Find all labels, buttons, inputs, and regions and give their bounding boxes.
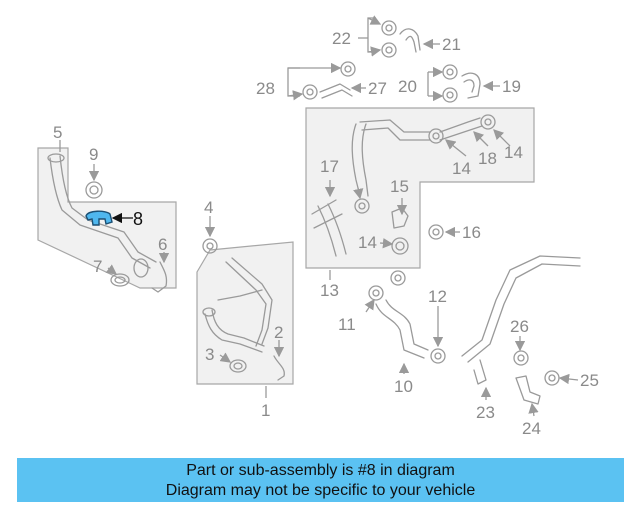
callout-6: 6 <box>158 235 167 254</box>
clamp-26 <box>513 350 529 366</box>
fitting-24 <box>515 375 541 405</box>
hose-21 <box>399 28 421 53</box>
coolant-pipe-23 <box>461 255 581 385</box>
clamp-14-upper <box>428 128 444 144</box>
callout-26: 26 <box>510 317 529 336</box>
group-panel-1 <box>196 241 294 385</box>
caption-line-2: Diagram may not be specific to your vehi… <box>165 482 476 499</box>
callout-27: 27 <box>368 79 387 98</box>
callout-8: 8 <box>133 209 143 229</box>
callout-28: 28 <box>256 79 275 98</box>
callout-10: 10 <box>394 377 413 396</box>
callout-20: 20 <box>398 77 417 96</box>
clamp-4 <box>202 238 218 254</box>
clamp-11 <box>368 285 384 301</box>
callout-1: 1 <box>261 401 270 420</box>
coolant-pipe-5 <box>47 153 157 278</box>
callout-23: 23 <box>476 403 495 422</box>
callout-18: 18 <box>478 149 497 168</box>
callout-9: 9 <box>89 145 98 164</box>
highlighted-part-8 <box>85 210 113 226</box>
hose-27 <box>319 83 353 99</box>
callout-14-upper: 14 <box>452 159 471 178</box>
callout-14-lower: 14 <box>358 233 377 252</box>
leader-lines <box>59 15 579 417</box>
clamp-22-bottom <box>381 42 397 58</box>
clamp-20 <box>442 64 458 103</box>
hose-19 <box>461 72 481 99</box>
caption-banner: Part or sub-assembly is #8 in diagram Di… <box>17 458 624 502</box>
o-ring-3 <box>229 359 247 373</box>
callout-7: 7 <box>93 257 102 276</box>
coolant-pipe-1 <box>202 257 273 353</box>
callout-15: 15 <box>390 177 409 196</box>
o-ring-7 <box>110 273 130 287</box>
hose-10 <box>375 299 429 359</box>
callout-16: 16 <box>462 223 481 242</box>
callout-2: 2 <box>274 323 283 342</box>
callout-4: 4 <box>204 198 213 217</box>
callout-12: 12 <box>428 287 447 306</box>
clamp-9 <box>85 181 103 199</box>
clamp-14-right <box>480 114 496 130</box>
hose-6 <box>151 261 168 293</box>
callout-24: 24 <box>522 419 541 438</box>
clamp-25 <box>544 370 560 386</box>
clamp-16 <box>428 224 444 240</box>
callout-3: 3 <box>205 345 214 364</box>
callout-11: 11 <box>338 315 356 334</box>
callout-25: 25 <box>580 371 599 390</box>
callout-13: 13 <box>320 281 339 300</box>
callout-19: 19 <box>502 77 521 96</box>
callout-14-right: 14 <box>504 143 523 162</box>
callout-5: 5 <box>53 123 62 142</box>
clamp-12 <box>390 270 446 364</box>
hose-2 <box>273 355 285 381</box>
group-panel-13 <box>305 107 535 269</box>
hose-assembly-13 <box>311 117 483 257</box>
clamp-22-top <box>381 20 397 36</box>
callout-22: 22 <box>332 29 351 48</box>
caption-line-1: Part or sub-assembly is #8 in diagram <box>186 462 455 479</box>
callout-17: 17 <box>320 157 339 176</box>
callout-21: 21 <box>442 35 461 54</box>
